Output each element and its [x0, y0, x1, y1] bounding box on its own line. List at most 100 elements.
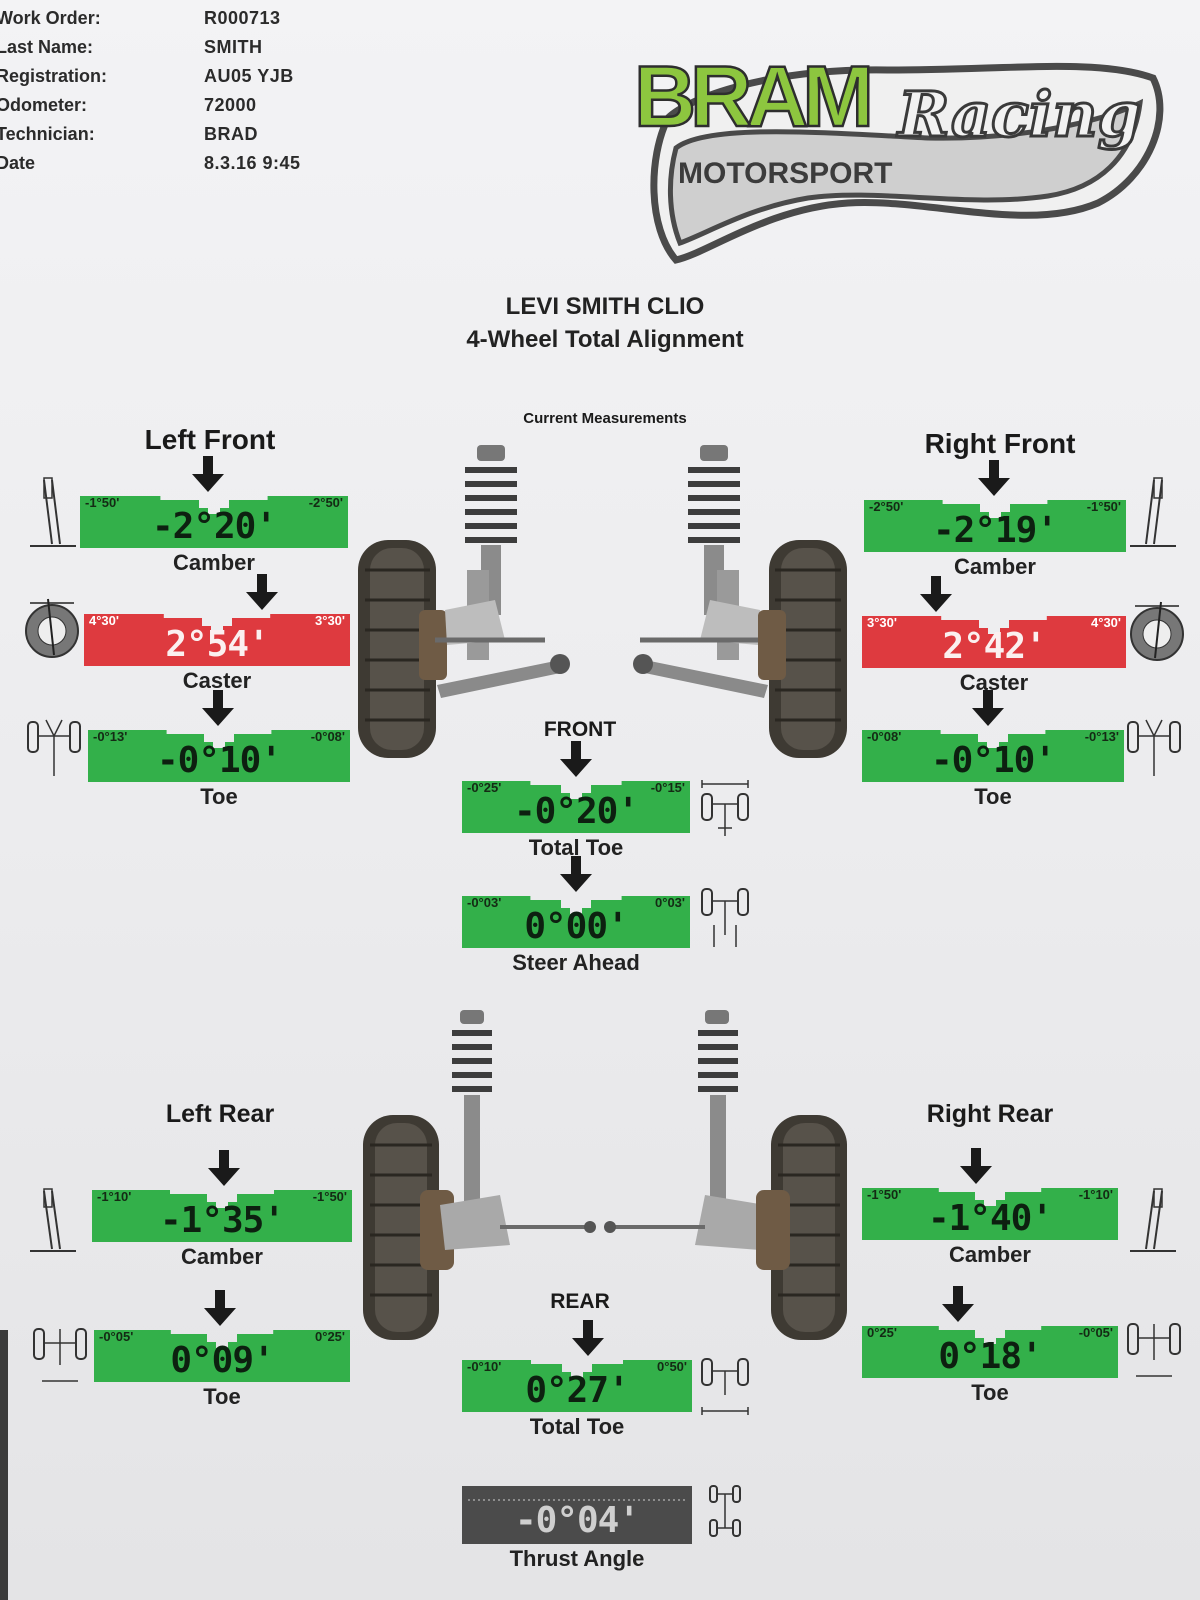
gauge-value: -0°04'	[514, 1500, 640, 1541]
thrust-angle-icon	[709, 1485, 741, 1537]
info-value: R000713	[204, 8, 281, 28]
rear-right-tire	[756, 1115, 847, 1340]
gauge-range-min: -0°05'	[99, 1329, 134, 1344]
info-value: SMITH	[204, 37, 263, 57]
gauge-band	[94, 1330, 350, 1382]
right-front-toe-gauge: -0°08'-0°13'-0°10'Toe	[862, 690, 1124, 809]
front-left-strut	[435, 445, 570, 698]
gauge-label: Camber	[949, 1242, 1031, 1267]
gauge-range-max: 4°30'	[1091, 615, 1121, 630]
down-arrow-icon	[204, 1290, 236, 1326]
gauge-label: Caster	[959, 670, 1029, 695]
gauge-band	[462, 1360, 692, 1412]
gauge-band	[84, 614, 350, 666]
camber-gauge-icon	[30, 477, 76, 547]
gauge-range-min: -0°03'	[467, 895, 502, 910]
info-label: Last Name:	[0, 37, 94, 57]
gauge-range-min: -2°50'	[869, 499, 904, 514]
gauge-range-max: -2°50'	[308, 495, 343, 510]
gauge-value: 0°00'	[524, 906, 628, 947]
gauge-range-min: -1°50'	[85, 495, 120, 510]
gauge-label: Toe	[200, 784, 238, 809]
gauge-value: -0°20'	[513, 791, 639, 832]
gauge-value: -0°10'	[930, 740, 1056, 781]
front-right-strut	[633, 445, 770, 698]
gauge-band	[864, 500, 1126, 552]
steer-ahead-icon	[701, 888, 749, 947]
info-value: 72000	[204, 95, 257, 115]
gauge-label: Toe	[971, 1380, 1009, 1405]
gauge-label: Caster	[182, 668, 252, 693]
logo-racing-text: Racing	[896, 78, 1141, 151]
gauge-value: 2°42'	[942, 626, 1046, 667]
page-shadow-edge	[0, 1330, 8, 1600]
report-title: LEVI SMITH CLIO 4-Wheel Total Alignment	[380, 290, 830, 356]
logo-motorsport-text: MOTORSPORT	[678, 157, 892, 190]
vehicle-name: LEVI SMITH CLIO	[505, 293, 705, 320]
gauge-range-max: -0°15'	[650, 780, 685, 795]
front-suspension-illustration	[358, 445, 847, 758]
front-heading: FRONT	[543, 718, 617, 741]
gauge-label: Camber	[954, 554, 1036, 579]
gauge-range-max: 0°03'	[655, 895, 685, 910]
down-arrow-icon	[202, 690, 234, 726]
gauge-range-min: 0°25'	[867, 1325, 897, 1340]
logo-bram-text: BRAM	[634, 49, 868, 145]
gauge-value: 2°54'	[165, 624, 269, 665]
gauge-range-max: -1°50'	[1086, 499, 1121, 514]
info-label: Odometer:	[0, 95, 88, 115]
gauge-label: Steer Ahead	[512, 950, 640, 975]
gauge-value: -2°20'	[151, 506, 277, 547]
down-arrow-icon	[920, 576, 952, 612]
gauge-range-min: -0°08'	[867, 729, 902, 744]
down-arrow-icon	[960, 1148, 992, 1184]
gauge-label: Toe	[203, 1384, 241, 1409]
left-rear-heading: Left Rear	[165, 1100, 275, 1128]
left-front-toe-gauge: -0°13'-0°08'-0°10'Toe	[88, 690, 350, 809]
right-rear-heading: Right Rear	[926, 1100, 1054, 1128]
info-value: BRAD	[204, 124, 258, 144]
rear-heading: REAR	[550, 1290, 610, 1313]
rear-total-toe-gauge: -0°10'0°50'0°27'Total Toe	[462, 1320, 692, 1439]
right-rear-toe-gauge: 0°25'-0°05'0°18'Toe	[862, 1286, 1118, 1405]
info-value: 8.3.16 9:45	[204, 153, 301, 173]
thrust-angle-gauge: -0°04'Thrust Angle	[462, 1486, 692, 1571]
gauge-value: 0°27'	[525, 1370, 629, 1411]
info-value: AU05 YJB	[204, 66, 294, 86]
toe-gauge-icon	[1127, 719, 1181, 776]
down-arrow-icon	[208, 1150, 240, 1186]
gauge-value: 0°09'	[170, 1340, 274, 1381]
camber-gauge-icon	[1130, 1188, 1176, 1252]
right-front-camber-gauge: -2°50'-1°50'-2°19'Camber	[864, 460, 1126, 579]
gauge-label: Camber	[181, 1244, 263, 1269]
gauge-range-min: -1°50'	[867, 1187, 902, 1202]
steer-ahead-gauge: -0°03' 0°03' 0°00' Steer Ahead	[462, 856, 690, 975]
rear-left-tire	[363, 1115, 454, 1340]
gauge-range-max: 0°50'	[657, 1359, 687, 1374]
right-front-caster-gauge: 3°30'4°30'2°42'Caster	[862, 576, 1126, 695]
down-arrow-icon	[572, 1320, 604, 1356]
front-total-toe-gauge: -0°25'-0°15'-0°20'Total Toe	[462, 741, 690, 860]
bram-racing-logo: BRAM Racing MOTORSPORT	[633, 48, 1164, 264]
gauge-range-max: -0°08'	[310, 729, 345, 744]
left-front-caster-gauge: 4°30'3°30'2°54'Caster	[84, 574, 350, 693]
gauge-band	[862, 1188, 1118, 1240]
gauge-range-min: 4°30'	[89, 613, 119, 628]
gauge-range-min: -0°13'	[93, 729, 128, 744]
toe-gauge-icon	[27, 719, 81, 776]
gauge-value: -1°35'	[159, 1200, 285, 1241]
down-arrow-icon	[192, 456, 224, 492]
left-front-camber-gauge: -1°50' -2°50' -2°20' Camber	[80, 456, 348, 575]
gauge-band	[862, 730, 1124, 782]
down-arrow-icon	[560, 741, 592, 777]
left-front-heading: Left Front	[144, 424, 276, 455]
gauge-band	[462, 1486, 692, 1544]
gauge-label: Toe	[974, 784, 1012, 809]
gauge-band	[862, 616, 1126, 668]
total-toe-icon	[701, 780, 749, 836]
total-toe-icon	[701, 1358, 749, 1415]
right-rear-camber-gauge: -1°50'-1°10'-1°40'Camber	[862, 1148, 1118, 1267]
gauge-label: Camber	[173, 550, 255, 575]
gauge-value: 0°18'	[938, 1336, 1042, 1377]
gauge-range-max: -1°50'	[312, 1189, 347, 1204]
